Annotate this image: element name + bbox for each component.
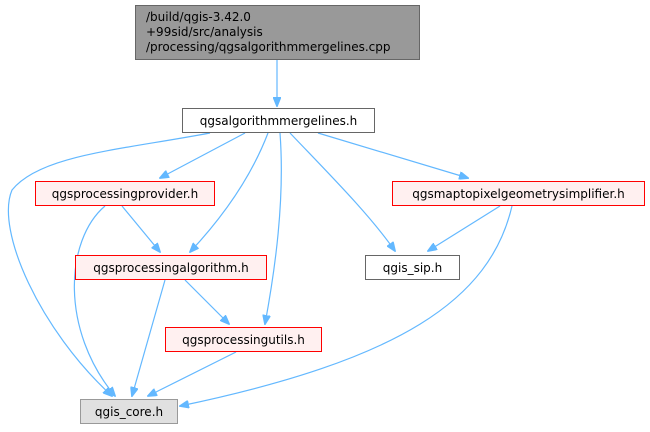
edge-simplifier-to-core — [180, 205, 513, 406]
node-utils-label: qgsprocessingutils.h — [182, 332, 305, 347]
edge-algorithm-to-utils — [184, 279, 229, 324]
node-core-label: qgis_core.h — [94, 404, 164, 419]
node-sip-header[interactable]: qgis_sip.h — [365, 255, 460, 280]
edge-mergelines-to-algorithm — [190, 132, 269, 252]
edge-mergelines-to-utils — [265, 132, 282, 324]
node-simplifier-header[interactable]: qgsmaptopixelgeometrysimplifier.h — [392, 181, 645, 206]
node-sip-label: qgis_sip.h — [382, 260, 443, 275]
node-provider-header[interactable]: qgsprocessingprovider.h — [35, 181, 215, 206]
edge-provider-to-algorithm — [121, 205, 160, 252]
node-core-header[interactable]: qgis_core.h — [80, 399, 178, 424]
edge-utils-to-core — [148, 351, 237, 396]
node-mergelines-header[interactable]: qgsalgorithmmergelines.h — [182, 108, 375, 133]
edge-algorithm-to-core — [132, 279, 166, 396]
node-utils-header[interactable]: qgsprocessingutils.h — [165, 327, 322, 352]
edge-mergelines-to-core — [7, 132, 211, 396]
node-simplifier-label: qgsmaptopixelgeometrysimplifier.h — [412, 186, 625, 201]
node-algorithm-label: qgsprocessingalgorithm.h — [93, 260, 249, 275]
edge-mergelines-to-provider — [160, 132, 246, 178]
node-algorithm-header[interactable]: qgsprocessingalgorithm.h — [75, 255, 267, 280]
edge-provider-to-core — [73, 205, 115, 396]
node-provider-label: qgsprocessingprovider.h — [51, 186, 199, 201]
edge-mergelines-to-sip — [289, 132, 395, 251]
source-path-line-3: /processing/qgsalgorithmmergelines.cpp — [146, 40, 391, 54]
edge-simplifier-to-sip — [428, 205, 501, 251]
node-mergelines-label: qgsalgorithmmergelines.h — [199, 113, 358, 128]
source-path-line-1: /build/qgis-3.42.0 — [146, 10, 251, 24]
source-path-line-2: +99sid/src/analysis — [146, 25, 263, 39]
node-source-file[interactable]: /build/qgis-3.42.0 +99sid/src/analysis /… — [135, 5, 420, 60]
edge-mergelines-to-simplifier — [317, 132, 468, 178]
